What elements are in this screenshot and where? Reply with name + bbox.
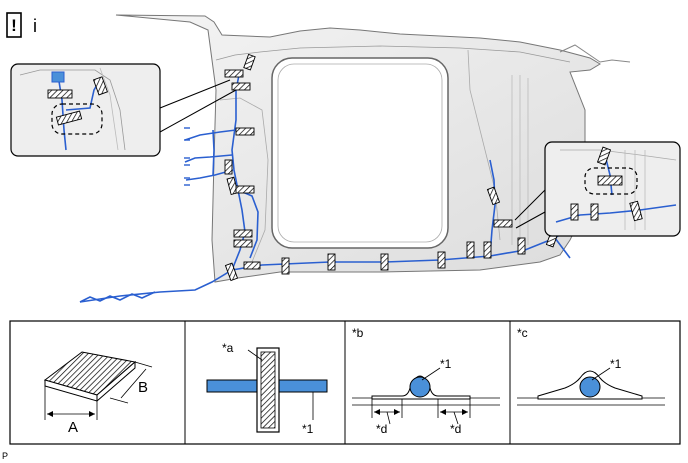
tape-marker: [380, 253, 389, 271]
info-icon: i: [33, 16, 37, 36]
tape-marker: [243, 53, 256, 71]
tape-marker: [281, 257, 290, 275]
dimension-b-label: B: [138, 379, 148, 396]
panel-b: *b *1 *d *d: [352, 326, 500, 436]
panel-b-title: *b: [352, 326, 364, 340]
tape-dimension-panel: A B: [43, 351, 153, 436]
tape-marker: [235, 127, 255, 136]
tape-marker: [243, 261, 261, 270]
tape-marker: [483, 241, 492, 259]
tape-marker: [486, 186, 501, 206]
tape-marker: [224, 262, 239, 282]
callout-a: *a: [222, 341, 234, 355]
tape-marker: [517, 237, 526, 255]
callout-1: *1: [302, 422, 314, 436]
tape-marker: [231, 82, 251, 91]
detail-callout-right: [514, 141, 681, 237]
tape-marker: [233, 239, 253, 248]
footer-code: P: [2, 451, 8, 461]
cross-section-panel: *a *1: [206, 341, 328, 436]
callout-d-left: *d: [376, 422, 387, 436]
tape-markers: [224, 53, 560, 282]
tape-marker: [233, 229, 253, 238]
callout-d-right: *d: [450, 422, 461, 436]
callout-1: *1: [440, 357, 452, 371]
tape-marker: [437, 251, 446, 269]
panel-c: *c *1: [517, 326, 665, 406]
sunroof-opening: [271, 57, 449, 249]
exclamation-box-icon: !: [6, 12, 22, 38]
caution-symbol: !: [11, 16, 17, 35]
panel-c-title: *c: [517, 326, 528, 340]
detail-callout-left: [10, 63, 237, 157]
tape-marker: [224, 69, 244, 78]
callout-1: *1: [610, 357, 622, 371]
tape-marker: [493, 219, 513, 228]
tape-marker: [466, 241, 475, 259]
legend-table: [9, 320, 681, 445]
tape-marker: [327, 253, 336, 271]
dimension-a-label: A: [68, 419, 78, 436]
tape-marker: [226, 176, 239, 196]
tape-marker: [235, 185, 255, 194]
connector-ticks: [184, 127, 190, 186]
tape-marker: [224, 159, 233, 175]
